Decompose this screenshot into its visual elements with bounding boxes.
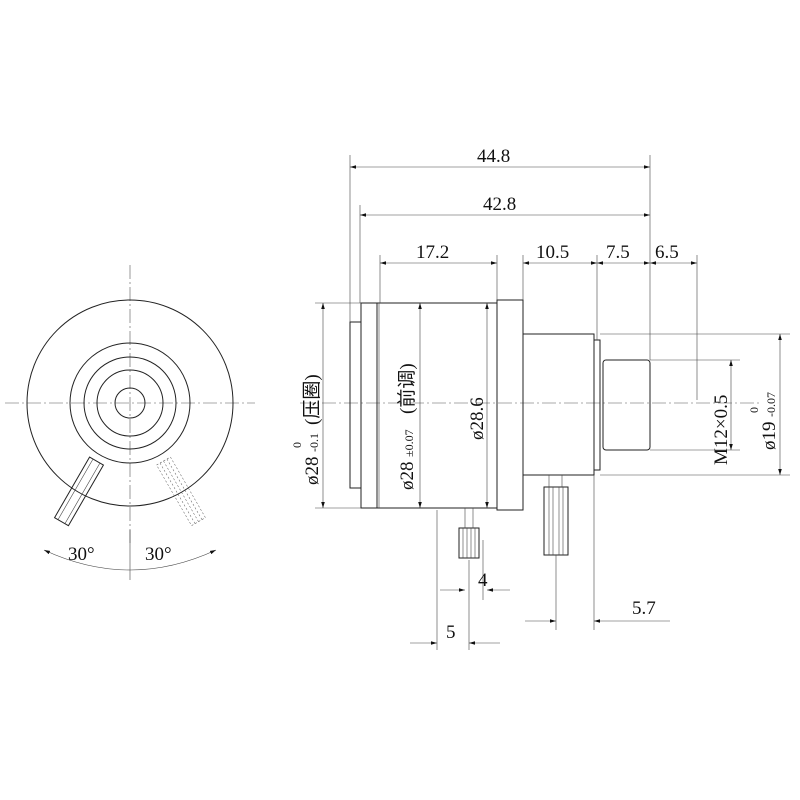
- dim-4: 4: [478, 570, 488, 591]
- dia-front-adjust: ø28 ±0.07 (前调): [396, 363, 418, 490]
- svg-text:-0.07: -0.07: [764, 392, 778, 417]
- focus-pin: [458, 508, 480, 559]
- svg-text:ø19: ø19: [759, 422, 780, 451]
- dim-5-7: 5.7: [632, 598, 656, 619]
- angle-left-label: 30°: [68, 544, 95, 565]
- thread-spec: M12×0.5: [711, 395, 732, 465]
- dia-body: ø28.6: [467, 397, 488, 440]
- dim-44-8: 44.8: [477, 146, 510, 167]
- svg-text:ø28: ø28: [397, 462, 418, 491]
- svg-text:M12×0.5: M12×0.5: [711, 395, 732, 465]
- dim-6-5: 6.5: [655, 242, 679, 263]
- svg-text:(前调): (前调): [396, 363, 418, 414]
- angle-right-label: 30°: [145, 544, 172, 565]
- dim-5: 5: [446, 622, 456, 643]
- svg-text:(压圈): (压圈): [302, 374, 323, 425]
- dim-7-5: 7.5: [606, 242, 630, 263]
- right-pin-front: [156, 456, 206, 526]
- dim-10-5: 10.5: [536, 242, 569, 263]
- zoom-pin: [543, 475, 569, 556]
- svg-text:±0.07: ±0.07: [402, 429, 416, 457]
- dim-42-8: 42.8: [483, 194, 516, 215]
- svg-text:0: 0: [747, 407, 761, 413]
- front-view: 30° 30°: [5, 265, 255, 580]
- side-view: [300, 299, 760, 559]
- svg-text:ø28.6: ø28.6: [467, 397, 488, 440]
- svg-text:ø28: ø28: [302, 457, 323, 486]
- dim-17-2: 17.2: [416, 242, 449, 263]
- dia-press-ring: ø28 0 -0.1 (压圈): [290, 374, 323, 485]
- left-pin-front: [53, 456, 105, 527]
- svg-text:0: 0: [290, 442, 304, 448]
- dia-mount: ø19 0 -0.07: [747, 392, 780, 450]
- svg-text:-0.1: -0.1: [307, 433, 321, 452]
